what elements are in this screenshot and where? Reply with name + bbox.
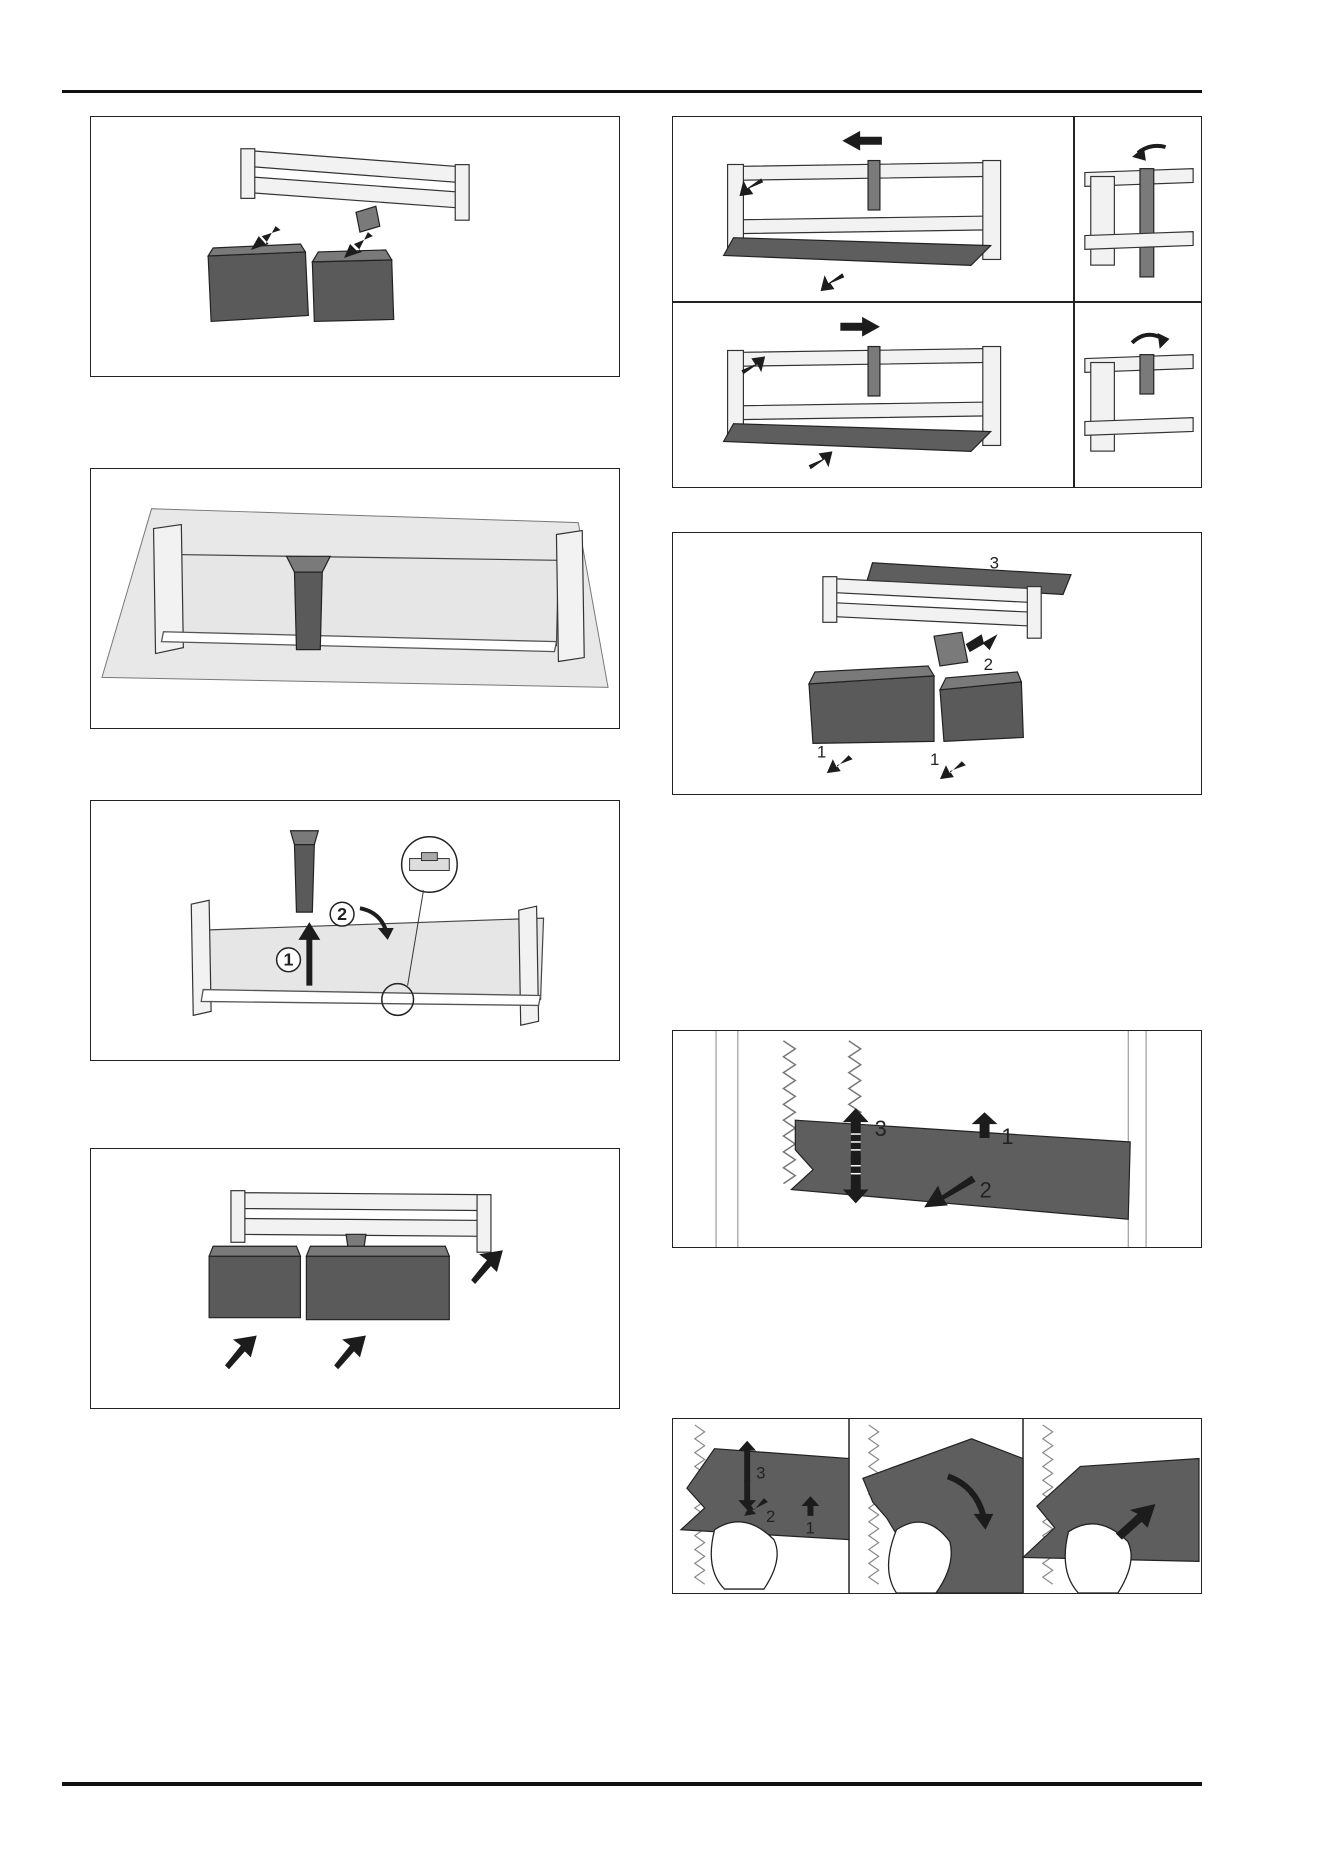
figure-shelf-removal: 3 1 2 <box>672 1030 1202 1248</box>
figure-shelf-with-divider <box>90 468 620 729</box>
step-label-1b: 1 <box>930 750 939 769</box>
figure-rail-slide-in <box>672 302 1074 488</box>
figure-mount-divider: 1 2 <box>90 800 620 1061</box>
shelf-removal-illustration: 3 1 2 <box>673 1031 1201 1247</box>
figure-detail-release <box>1074 116 1202 302</box>
step-label-1: 1 <box>806 1519 815 1538</box>
step-label-1: 1 <box>1001 1124 1013 1149</box>
step-label-3: 3 <box>875 1116 887 1141</box>
box-insertion-illustration <box>91 1149 619 1408</box>
detail-release-illustration <box>1075 117 1201 301</box>
disassembly-steps-illustration: 3 2 1 1 <box>673 533 1201 794</box>
figure-shelf-hand-sequence: 3 2 1 <box>672 1418 1202 1594</box>
step-label-2: 2 <box>980 1177 992 1202</box>
rail-slide-out-illustration <box>673 117 1073 301</box>
figure-disassembly-steps: 3 2 1 1 <box>672 532 1202 795</box>
box-removal-illustration <box>91 117 619 376</box>
rail-slide-in-illustration <box>673 303 1073 487</box>
step-label-3: 3 <box>990 554 999 573</box>
step-label-2: 2 <box>337 904 347 924</box>
step-label-2: 2 <box>984 655 993 674</box>
step-label-1: 1 <box>284 950 294 970</box>
detail-lock-illustration <box>1075 303 1201 487</box>
bottom-rule <box>62 1782 1202 1786</box>
figure-box-removal <box>90 116 620 377</box>
shelf-hand-sequence-illustration: 3 2 1 <box>673 1419 1201 1593</box>
step-label-2: 2 <box>766 1507 775 1526</box>
figure-rail-slide-out <box>672 116 1074 302</box>
figure-detail-lock <box>1074 302 1202 488</box>
step-label-1a: 1 <box>817 742 826 761</box>
figure-box-insertion <box>90 1148 620 1409</box>
shelf-with-divider-illustration <box>91 469 619 728</box>
step-label-3: 3 <box>756 1463 765 1482</box>
mount-divider-illustration: 1 2 <box>91 801 619 1060</box>
top-rule <box>62 90 1202 93</box>
